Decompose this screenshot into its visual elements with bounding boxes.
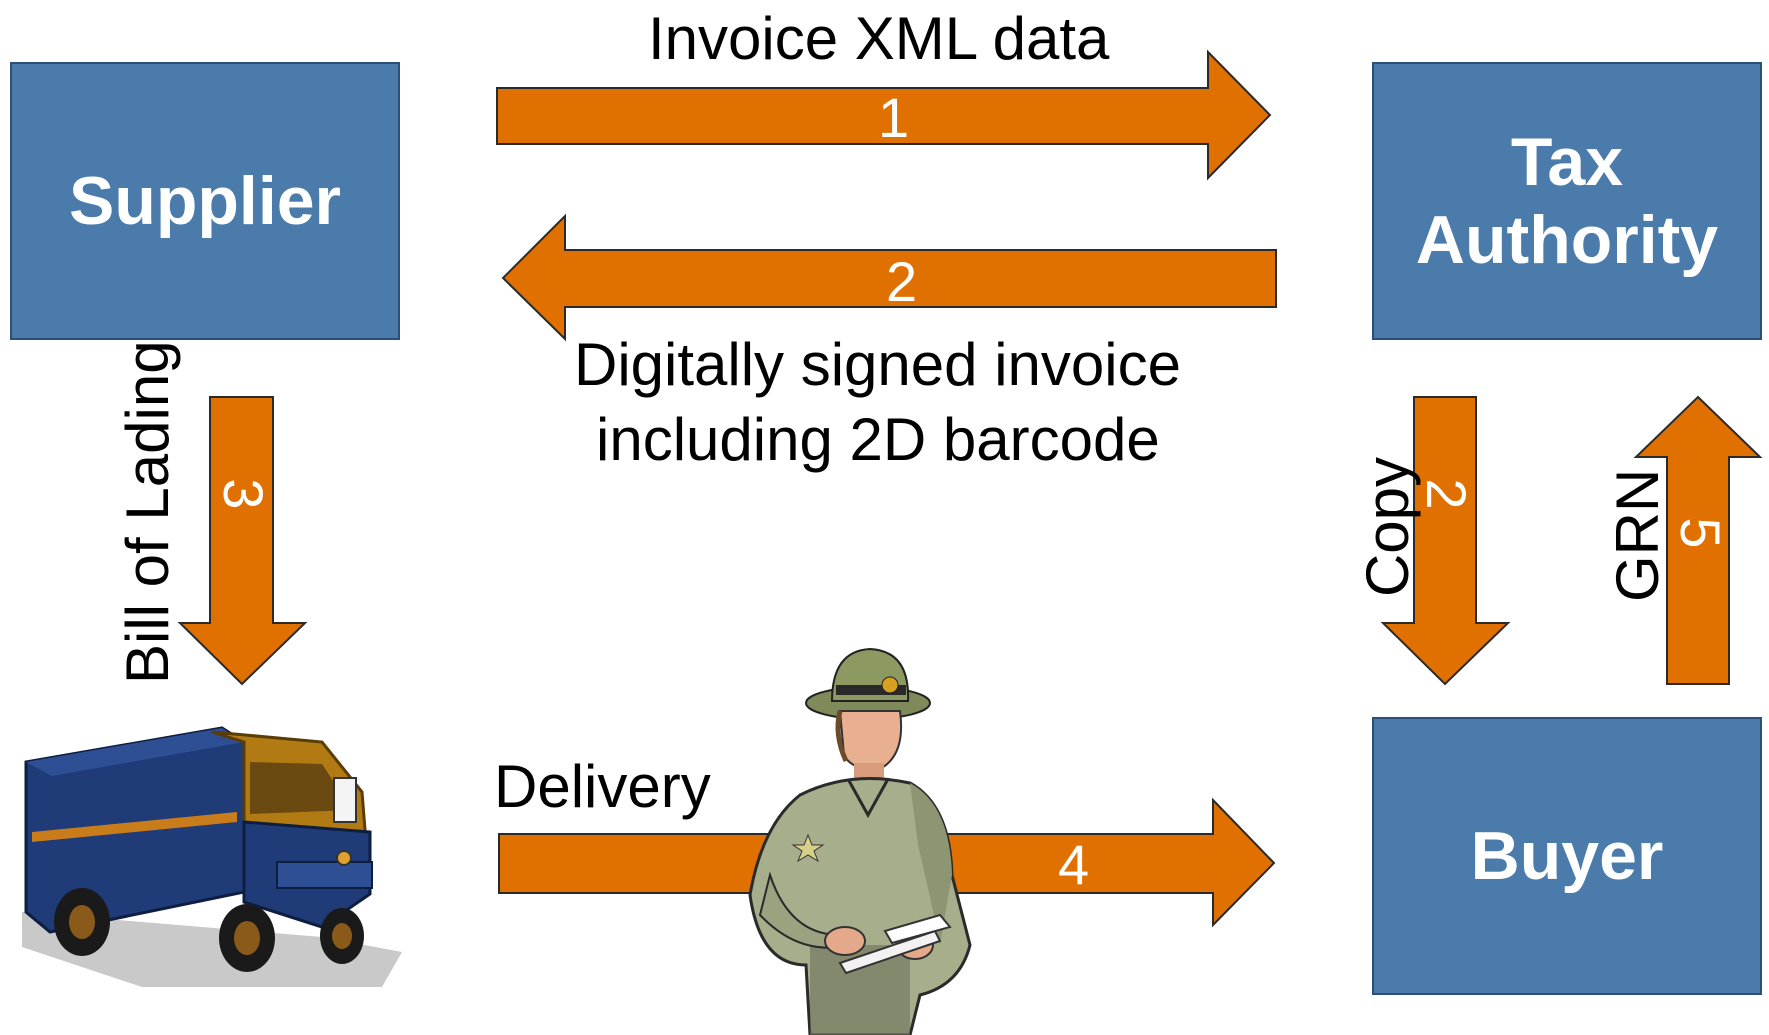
tax-authority-box: Tax Authority <box>1372 62 1762 340</box>
arrow-2-copy-number: 2 <box>1415 478 1478 510</box>
supplier-label: Supplier <box>68 162 342 239</box>
arrow-2-label-line2: including 2D barcode <box>596 406 1160 473</box>
arrow-3-number: 3 <box>212 478 275 510</box>
arrow-5-label: GRN <box>1604 468 1671 602</box>
delivery-truck-icon <box>22 726 402 987</box>
arrow-2-label-line1: Digitally signed invoice <box>574 331 1181 398</box>
arrow-5-number: 5 <box>1669 517 1732 549</box>
arrow-2-number: 2 <box>886 250 918 313</box>
tax-authority-label: Tax Authority <box>1415 123 1719 278</box>
arrow-1-invoice-xml <box>496 49 1272 181</box>
arrow-1-label: Invoice XML data <box>648 5 1110 72</box>
delivery-officer-icon <box>748 647 972 1035</box>
arrow-4-number: 4 <box>1058 833 1090 896</box>
arrow-4-label: Delivery <box>494 753 711 820</box>
supplier-box: Supplier <box>10 62 400 340</box>
arrow-3-bill-of-lading <box>177 396 308 686</box>
arrow-2-copy <box>1380 396 1511 686</box>
buyer-label: Buyer <box>1470 817 1664 894</box>
arrow-2-copy-label: Copy <box>1354 456 1421 598</box>
arrow-1-number: 1 <box>878 86 910 149</box>
arrow-5-grn <box>1633 395 1763 685</box>
arrow-3-label: Bill of Lading <box>114 340 181 684</box>
arrow-2-signed-invoice <box>501 213 1277 342</box>
buyer-box: Buyer <box>1372 717 1762 995</box>
